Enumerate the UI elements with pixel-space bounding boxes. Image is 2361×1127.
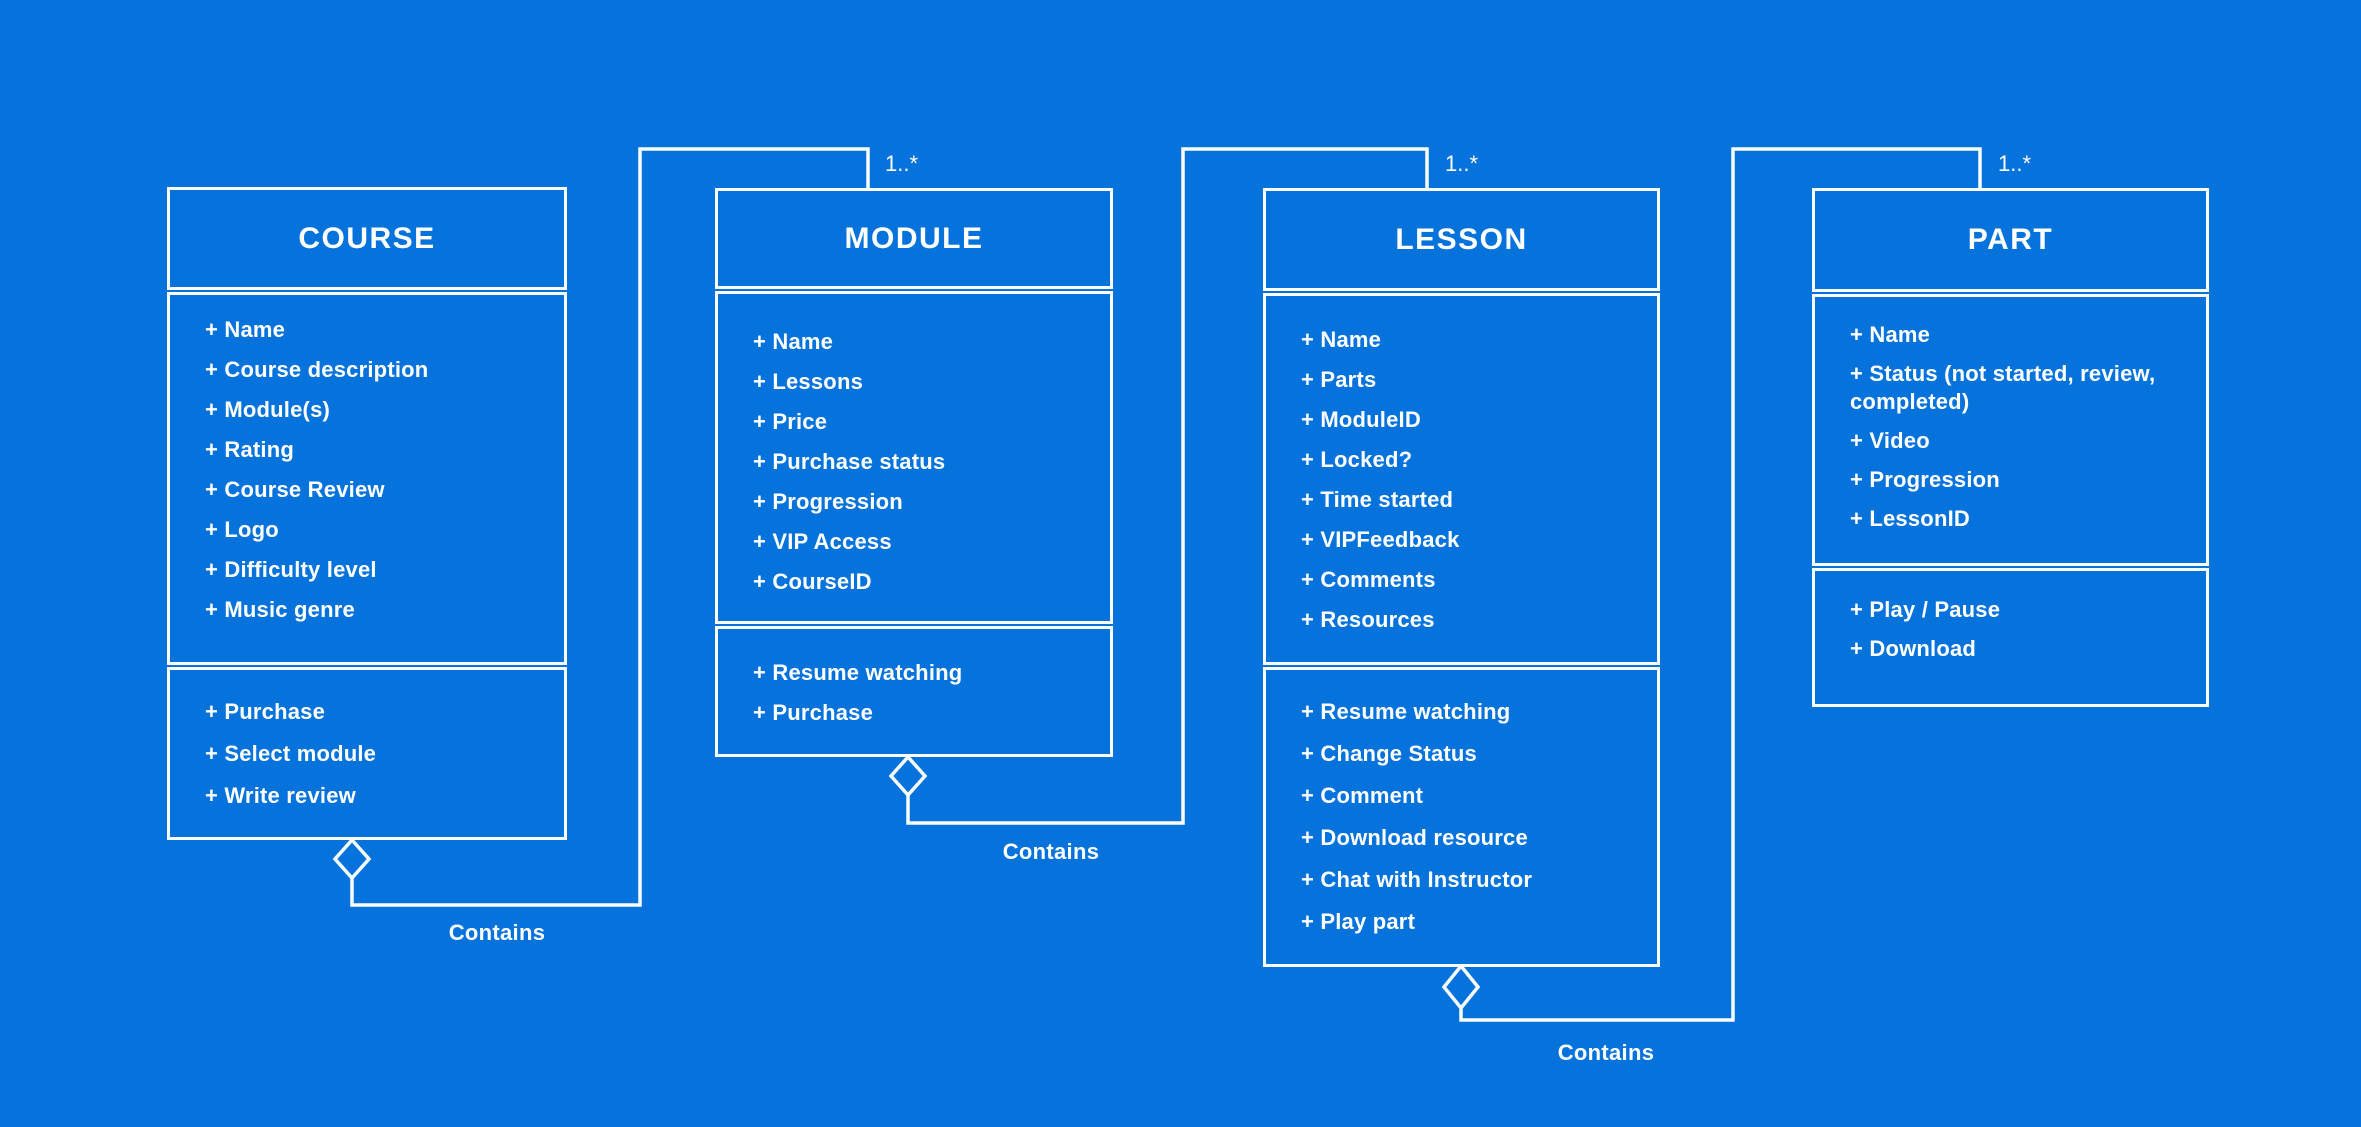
class-member: + LessonID (1850, 505, 1970, 531)
class-member: + Play part (1301, 909, 1416, 934)
class-attributes: + Name + Parts + ModuleID + Locked? + Time s… (1263, 293, 1660, 665)
class-member: + Course Review (205, 477, 385, 502)
class-member: + Course description (205, 357, 429, 382)
class-member: + Download resource (1301, 825, 1528, 850)
class-member: + Comments (1301, 567, 1436, 592)
class-methods: + Purchase + Select module + Write review (167, 667, 567, 840)
class-member: + Parts (1301, 367, 1377, 392)
class-box-module[interactable]: MODULE + Name + Lessons + Price + Purchase … (715, 188, 1113, 757)
class-member: + Comment (1301, 783, 1424, 808)
class-member: + VIP Access (753, 529, 892, 554)
class-title: LESSON (1263, 188, 1660, 291)
relationship-label-contains: Contains (1002, 839, 1100, 864)
class-member: + Progression (753, 489, 903, 514)
class-member: + Change Status (1301, 741, 1477, 766)
class-title: PART (1812, 188, 2209, 292)
class-methods: + Resume watching + Purchase (715, 626, 1113, 757)
relationship-label-contains: Contains (448, 920, 546, 945)
class-member: + Name (753, 329, 834, 354)
aggregation-connector-lesson-part (1441, 147, 1982, 1022)
class-member: + Write review (205, 783, 356, 808)
aggregation-diamond-icon (1441, 963, 1481, 1011)
class-member: + Name (1301, 327, 1382, 352)
class-member: + Lessons (753, 369, 864, 394)
aggregation-diamond-icon (888, 754, 928, 798)
class-member: + Download (1850, 635, 1977, 661)
class-member: + Resources (1301, 607, 1435, 632)
class-member: + Logo (205, 517, 279, 542)
class-member: + Music genre (205, 597, 355, 622)
class-member: + Video (1850, 427, 1930, 453)
relationship-label-contains: Contains (1557, 1040, 1655, 1065)
class-member: + Status (not started, review, completed… (1850, 360, 2156, 414)
class-title: COURSE (167, 187, 567, 290)
class-member: + Purchase status (753, 449, 946, 474)
class-title: MODULE (715, 188, 1113, 289)
multiplicity-label: 1..* (1998, 151, 2032, 176)
class-member: + Module(s) (205, 397, 331, 422)
class-attributes: + Name + Lessons + Price + Purchase status +… (715, 291, 1113, 624)
class-member: + VIPFeedback (1301, 527, 1460, 552)
class-member: + Chat with Instructor (1301, 867, 1533, 892)
class-member: + CourseID (753, 569, 872, 594)
class-box-lesson[interactable]: LESSON + Name+ Parts+ ModuleID+ Locked?+… (1263, 188, 1660, 967)
class-box-part[interactable]: PART + Name + Status (not started, review… (1812, 188, 2209, 707)
class-member: + Resume watching (753, 660, 963, 685)
class-member: + Difficulty level (205, 557, 377, 582)
class-methods: + Play / Pause + Download (1812, 568, 2209, 707)
class-member: + Time started (1301, 487, 1454, 512)
aggregation-diamond-icon (332, 837, 372, 881)
class-methods: + Resume watching + Change Status + Commen… (1263, 667, 1660, 967)
aggregation-connector-module-lesson (888, 147, 1429, 825)
class-member: + Purchase (205, 699, 326, 724)
multiplicity-label: 1..* (885, 151, 919, 176)
class-member: + ModuleID (1301, 407, 1421, 432)
class-member: + Select module (205, 741, 377, 766)
multiplicity-label: 1..* (1445, 151, 1479, 176)
class-member: + Locked? (1301, 447, 1413, 472)
aggregation-connector-course-module (332, 147, 870, 907)
class-member: + Progression (1850, 466, 2000, 492)
class-member: + Resume watching (1301, 699, 1511, 724)
class-member: + Play / Pause (1850, 596, 2001, 622)
class-member: + Name (205, 317, 286, 342)
class-member: + Purchase (753, 700, 874, 725)
class-member: + Price (753, 409, 828, 434)
class-member: + Name (1850, 321, 1931, 347)
class-attributes: + Name + Course description + Module(s) + R… (167, 292, 567, 665)
class-member: + Rating (205, 437, 294, 462)
class-attributes: + Name + Status (not started, review, com… (1812, 294, 2209, 566)
class-box-course[interactable]: COURSE + Name + Course description + Modul… (167, 187, 567, 840)
